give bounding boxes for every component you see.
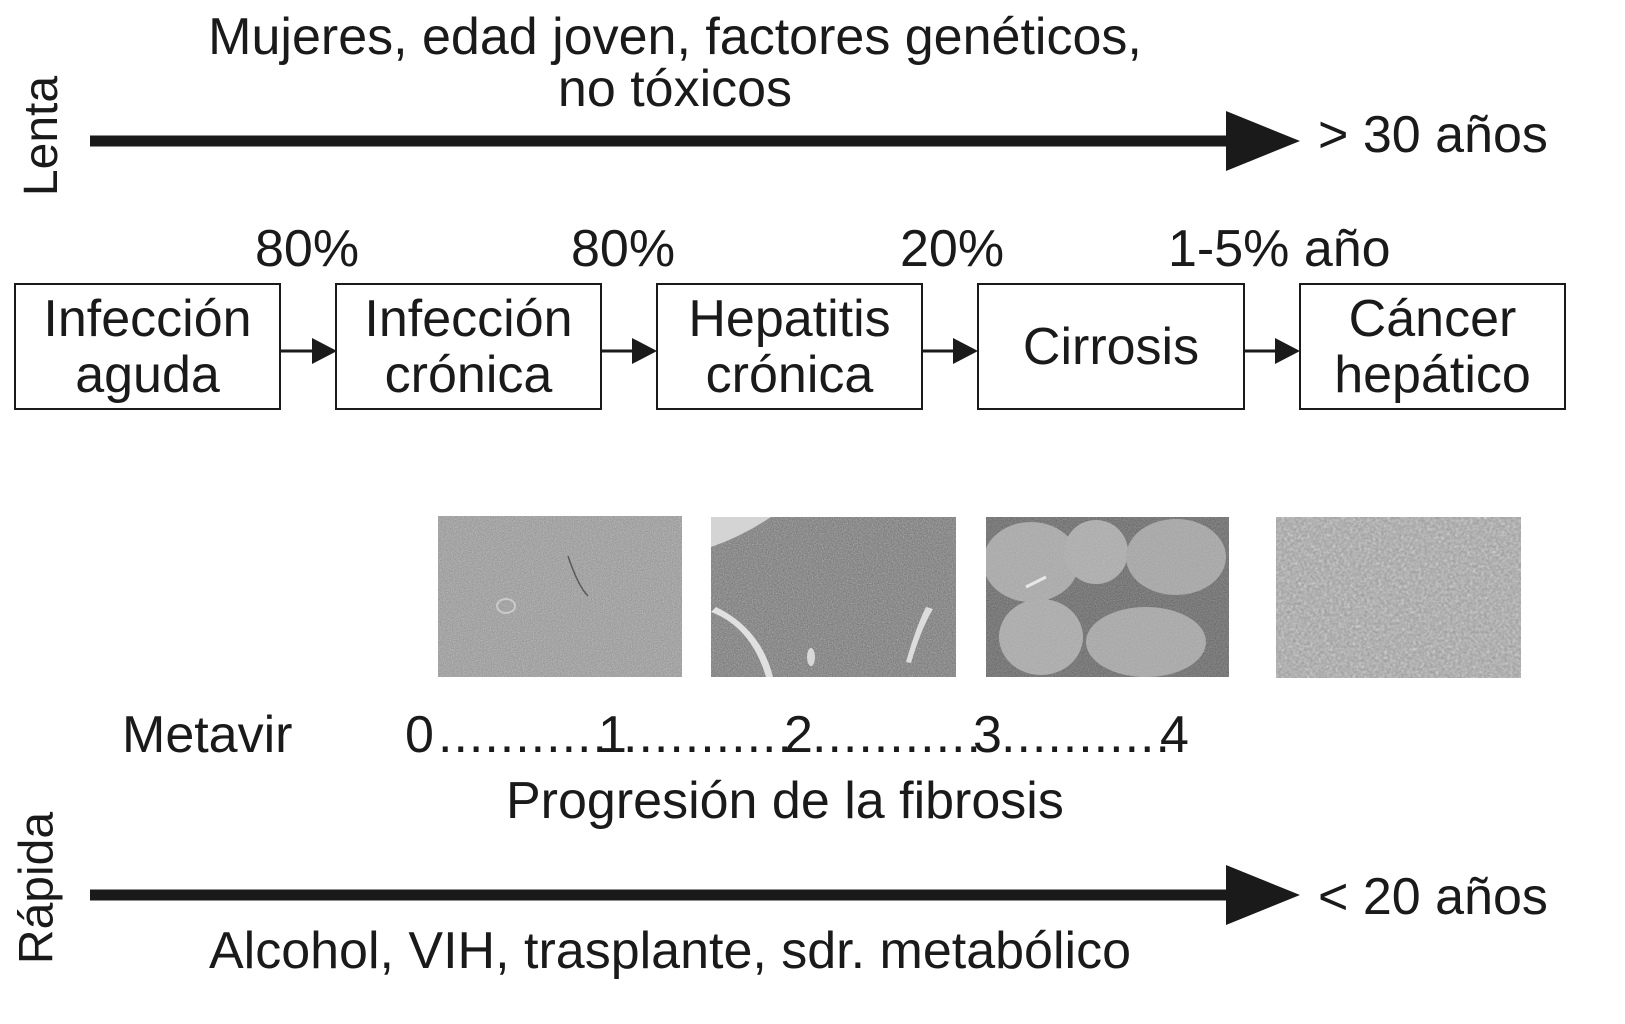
metavir-score-0: 0	[405, 706, 434, 764]
stage-box-line2: crónica	[384, 345, 553, 404]
histology-image-early-fibrosis	[438, 516, 682, 677]
metavir-dots-2: ...........	[623, 706, 793, 764]
metavir-score-2: 2	[784, 706, 813, 764]
stage-arrow-1	[280, 338, 337, 364]
fast-factors: Alcohol, VIH, trasplante, sdr. metabólic…	[208, 922, 1131, 980]
stage-arrow-2	[601, 338, 657, 364]
stage-arrow-4	[1244, 338, 1300, 364]
stage-box-line2: hepático	[1334, 345, 1531, 404]
transition-label-1: 80%	[255, 220, 360, 278]
slow-factors-line2: no tóxicos	[557, 60, 793, 118]
stage-box-line1: Infección	[43, 289, 252, 348]
metavir-dots-4: ...........	[1001, 706, 1171, 764]
histology-image-liver-cancer	[1276, 517, 1521, 678]
fast-time-label: < 20 años	[1318, 868, 1548, 926]
stage-box-line2: crónica	[705, 345, 874, 404]
transition-label-4: 1-5% año	[1168, 220, 1391, 278]
transition-label-2: 80%	[571, 220, 676, 278]
metavir-dots-1: ...........	[438, 706, 608, 764]
metavir-score-4: 4	[1160, 706, 1189, 764]
fast-arrow	[90, 865, 1300, 925]
metavir-dots-3: ...........	[812, 706, 982, 764]
histology-image-moderate-fibrosis	[711, 517, 956, 677]
slow-arrow	[90, 111, 1300, 171]
fast-side-label: Rápida	[10, 811, 64, 965]
histology-image-cirrhosis	[986, 517, 1229, 677]
stage-box-line1: Cáncer	[1348, 289, 1517, 348]
slow-time-label: > 30 años	[1318, 106, 1548, 164]
stage-arrow-3	[922, 338, 978, 364]
metavir-score-1: 1	[598, 706, 627, 764]
stage-box-line1: Cirrosis	[1022, 317, 1200, 376]
stage-box-line1: Hepatitis	[688, 289, 891, 348]
stage-box-cirrhosis: Cirrosis	[977, 283, 1245, 410]
stage-box-line2: aguda	[75, 345, 220, 404]
transition-label-3: 20%	[900, 220, 1005, 278]
slow-factors-line1: Mujeres, edad joven, factores genéticos,	[208, 8, 1142, 66]
stage-box-line1: Infección	[364, 289, 573, 348]
metavir-score-3: 3	[973, 706, 1002, 764]
metavir-label: Metavir	[122, 706, 293, 764]
fibrosis-progression-caption: Progresión de la fibrosis	[506, 772, 1064, 830]
